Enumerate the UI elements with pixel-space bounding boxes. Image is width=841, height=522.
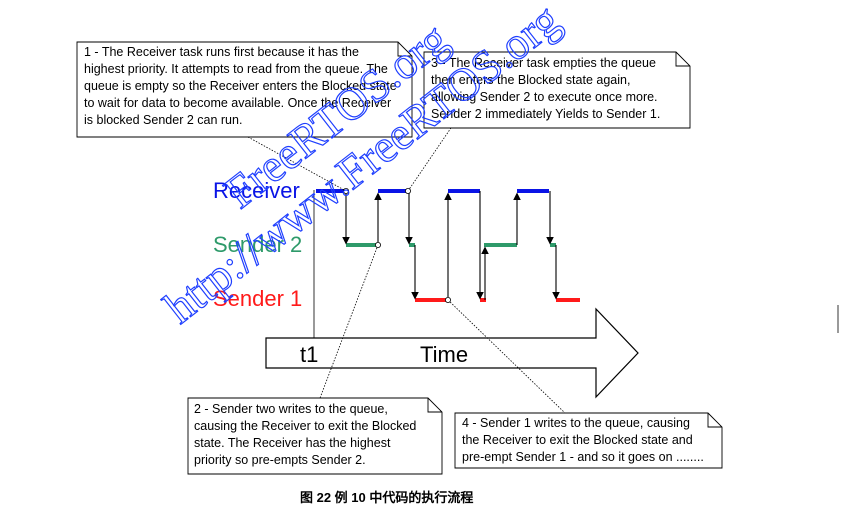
pointer-dot: [444, 296, 451, 303]
pointer-note-4: [447, 299, 566, 414]
lane-label-receiver: Receiver: [213, 178, 300, 203]
note-1-line: queue is empty so the Receiver enters th…: [84, 79, 397, 93]
note-3-line: Sender 2 immediately Yields to Sender 1.: [431, 107, 660, 121]
time-label: Time: [420, 342, 468, 367]
note-2-line: state. The Receiver has the highest: [194, 436, 391, 450]
callout-pointers: [247, 121, 566, 414]
note-2-line: causing the Receiver to exit the Blocked: [194, 419, 416, 433]
pointer-note-3: [407, 121, 456, 192]
note-3-line: allowing Sender 2 to execute once more.: [431, 90, 658, 104]
note-2: 2 - Sender two writes to the queue, caus…: [187, 397, 443, 475]
figure-caption: 图 22 例 10 中代码的执行流程: [300, 490, 473, 505]
svg-text:3 - The Receiver task empties: 3 - The Receiver task empties the queue …: [431, 56, 661, 121]
lane-label-sender2: Sender 2: [213, 232, 302, 257]
note-1-line: highest priority. It attempts to read fr…: [84, 62, 388, 76]
note-4-line: pre-empt Sender 1 - and so it goes on ..…: [462, 450, 704, 464]
svg-text:4 - Sender 1 writes to the que: 4 - Sender 1 writes to the queue, causin…: [462, 416, 704, 464]
note-4: 4 - Sender 1 writes to the queue, causin…: [454, 412, 723, 469]
svg-text:2 - Sender two writes to the q: 2 - Sender two writes to the queue, caus…: [194, 402, 420, 467]
note-3-line: 3 - The Receiver task empties the queue: [431, 56, 656, 70]
note-1-line: is blocked Sender 2 can run.: [84, 113, 242, 127]
note-4-line: the Receiver to exit the Blocked state a…: [462, 433, 693, 447]
note-1-line: to wait for data to become available. On…: [84, 96, 391, 110]
note-3: 3 - The Receiver task empties the queue …: [423, 51, 691, 129]
pointer-dot: [342, 187, 349, 194]
pointer-note-2: [319, 244, 379, 399]
note-4-line: 4 - Sender 1 writes to the queue, causin…: [462, 416, 690, 430]
pointer-note-1: [247, 136, 347, 192]
pointer-dots: [342, 187, 451, 303]
lane-label-sender1: Sender 1: [213, 286, 302, 311]
svg-text:1 - The Receiver task runs fir: 1 - The Receiver task runs first because…: [84, 45, 400, 127]
note-2-line: 2 - Sender two writes to the queue,: [194, 402, 388, 416]
note-3-line: then enters the Blocked state again,: [431, 73, 630, 87]
pointer-dot: [374, 241, 381, 248]
note-1: 1 - The Receiver task runs first because…: [76, 41, 413, 138]
time-arrow: [265, 307, 639, 399]
note-1-line: 1 - The Receiver task runs first because…: [84, 45, 359, 59]
pointer-dot: [404, 187, 411, 194]
page-edge-mark: [837, 305, 839, 333]
note-2-line: priority so pre-empts Sender 2.: [194, 453, 366, 467]
switch-arrows: [342, 191, 560, 300]
t1-label: t1: [300, 342, 318, 367]
